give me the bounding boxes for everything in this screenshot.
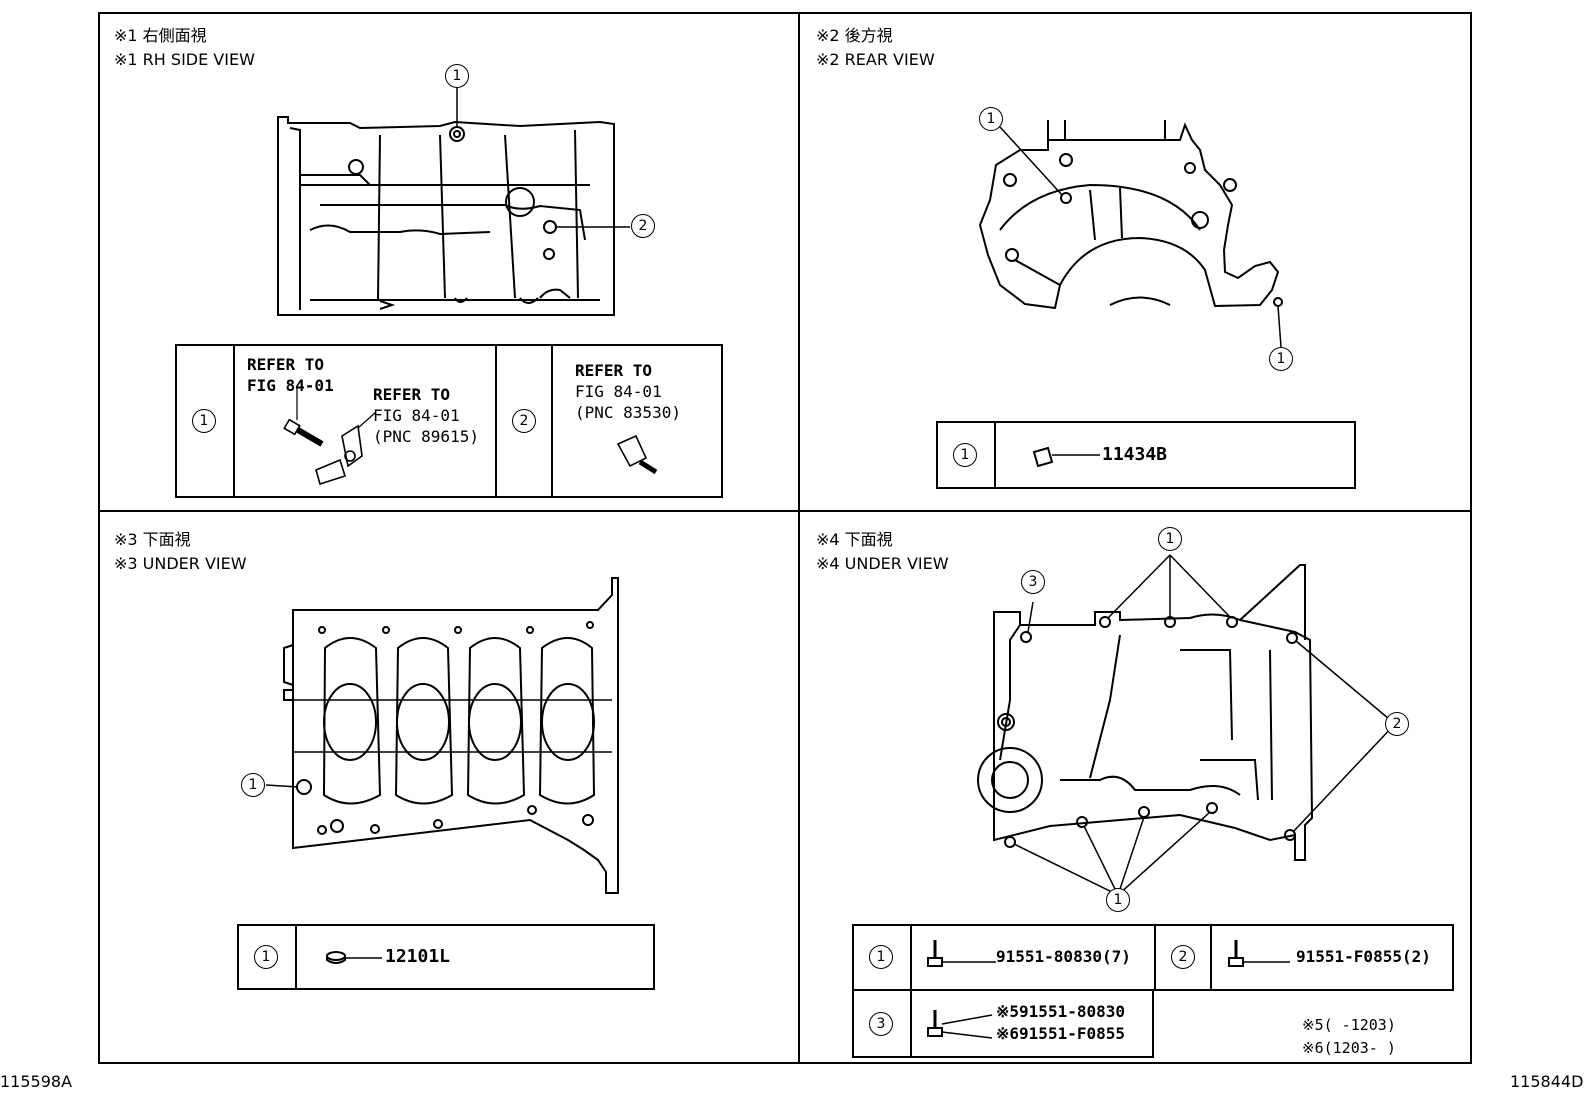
q1-callout-1: 1 <box>445 64 469 88</box>
q4-table-idx2: 2 <box>1171 945 1195 969</box>
q4-callout-2: 2 <box>1385 712 1409 736</box>
q1-ref-a-line2: FIG 84-01 <box>247 376 334 395</box>
q4-callout-3: 3 <box>1021 570 1045 594</box>
q3-header: ※3 下面視 ※3 UNDER VIEW <box>114 528 247 576</box>
q1-header: ※1 右側面視 ※1 RH SIDE VIEW <box>114 24 255 72</box>
q3-table-idx: 1 <box>254 945 278 969</box>
q4-notes: ※5( -1203) ※6(1203- ) <box>1302 1014 1396 1060</box>
q4-part3: ※591551-80830 ※691551-F0855 <box>996 1001 1125 1045</box>
q2-table-idx: 1 <box>953 443 977 467</box>
q1-table-idx1-cell: 1 <box>177 346 233 496</box>
q4-callout-1-top: 1 <box>1158 527 1182 551</box>
q2-table-part-cell: 11434B <box>994 423 1354 487</box>
q3-table-part-cell: 12101L <box>295 926 653 988</box>
q4-table-row2: 3 ※591551-80830 ※691551-F0855 <box>852 989 1154 1058</box>
q2-callout-1-bottom: 1 <box>1269 347 1293 371</box>
q2-rear-drawing <box>978 120 1283 468</box>
q2-parts-table: 1 11434B <box>936 421 1356 489</box>
q4-under-drawing <box>927 554 1396 1039</box>
q1-table-idx1: 1 <box>192 409 216 433</box>
q4-parts-table: 1 91551-80830(7) 2 91551-F0855(2) 3 ※591… <box>852 924 1454 1058</box>
q4-part1: 91551-80830(7) <box>996 947 1131 966</box>
corner-code-left: 115598A <box>0 1072 73 1091</box>
q3-under-drawing <box>265 577 619 964</box>
q1-ref-c-line1: REFER TO <box>575 361 653 380</box>
q4-table-idx3-cell: 3 <box>854 991 910 1056</box>
q1-ref-b-line1: REFER TO <box>373 385 451 404</box>
corner-code-right: 115844D <box>1510 1072 1584 1091</box>
q4-part3b: ※691551-F0855 <box>996 1024 1125 1043</box>
q2-title-en: ※2 REAR VIEW <box>816 50 935 69</box>
q3-parts-table: 1 12101L <box>237 924 655 990</box>
q4-note-5: ※5( -1203) <box>1302 1016 1396 1034</box>
vertical-divider <box>798 12 800 1064</box>
q2-title-jp: ※2 後方視 <box>816 26 893 45</box>
q3-title-jp: ※3 下面視 <box>114 530 191 549</box>
diagram-frame <box>98 12 1472 1064</box>
q1-title-jp: ※1 右側面視 <box>114 26 207 45</box>
q1-ref-b: REFER TO FIG 84-01 (PNC 89615) <box>373 384 479 447</box>
q4-title-jp: ※4 下面視 <box>816 530 893 549</box>
q4-table-idx1-cell: 1 <box>854 926 910 989</box>
q1-ref-c: REFER TO FIG 84-01 (PNC 83530) <box>575 360 681 423</box>
q1-table-ref-cell: REFER TO FIG 84-01 REFER TO FIG 84-01 (P… <box>233 346 497 496</box>
q4-table-part2-cell: 91551-F0855(2) <box>1210 926 1452 989</box>
q2-header: ※2 後方視 ※2 REAR VIEW <box>816 24 935 72</box>
q1-table-idx2: 2 <box>512 409 536 433</box>
q4-table-idx2-cell: 2 <box>1154 926 1212 989</box>
q1-ref-a: REFER TO FIG 84-01 <box>247 354 334 396</box>
q2-table-idx-cell: 1 <box>938 423 994 487</box>
q4-note-6: ※6(1203- ) <box>1302 1039 1396 1057</box>
q1-ref-a-line1: REFER TO <box>247 355 325 374</box>
q1-title-en: ※1 RH SIDE VIEW <box>114 50 255 69</box>
q2-part-number: 11434B <box>1102 444 1168 465</box>
q1-part-sketches <box>283 388 658 486</box>
q4-table-idx3: 3 <box>869 1012 893 1036</box>
q3-callout-1: 1 <box>241 773 265 797</box>
q4-title-en: ※4 UNDER VIEW <box>816 554 949 573</box>
q3-title-en: ※3 UNDER VIEW <box>114 554 247 573</box>
q1-ref-c-line2: FIG 84-01 <box>575 382 662 401</box>
q4-header: ※4 下面視 ※4 UNDER VIEW <box>816 528 949 576</box>
q4-part2: 91551-F0855(2) <box>1296 947 1431 966</box>
q2-callout-1-top: 1 <box>979 107 1003 131</box>
q3-table-idx-cell: 1 <box>239 926 295 988</box>
q4-table-part3-cell: ※591551-80830 ※691551-F0855 <box>910 991 1152 1056</box>
q4-table-idx1: 1 <box>869 945 893 969</box>
q1-block-drawing <box>277 88 630 316</box>
horizontal-divider <box>98 510 1472 512</box>
q3-part-number: 12101L <box>385 946 451 967</box>
q4-table-part1-cell: 91551-80830(7) <box>910 926 1156 989</box>
q4-callout-1-bottom: 1 <box>1106 888 1130 912</box>
q4-table-row1: 1 91551-80830(7) 2 91551-F0855(2) <box>852 924 1454 991</box>
q1-ref-b-line2: FIG 84-01 <box>373 406 460 425</box>
q1-ref-b-line3: (PNC 89615) <box>373 427 479 446</box>
q1-table-ref2-cell: REFER TO FIG 84-01 (PNC 83530) <box>551 346 721 496</box>
q1-callout-2: 2 <box>631 214 655 238</box>
q1-table-idx2-cell: 2 <box>495 346 553 496</box>
q1-ref-c-line3: (PNC 83530) <box>575 403 681 422</box>
q1-parts-table: 1 REFER TO FIG 84-01 REFER TO FIG 84-01 … <box>175 344 723 498</box>
q4-part3a: ※591551-80830 <box>996 1002 1125 1021</box>
